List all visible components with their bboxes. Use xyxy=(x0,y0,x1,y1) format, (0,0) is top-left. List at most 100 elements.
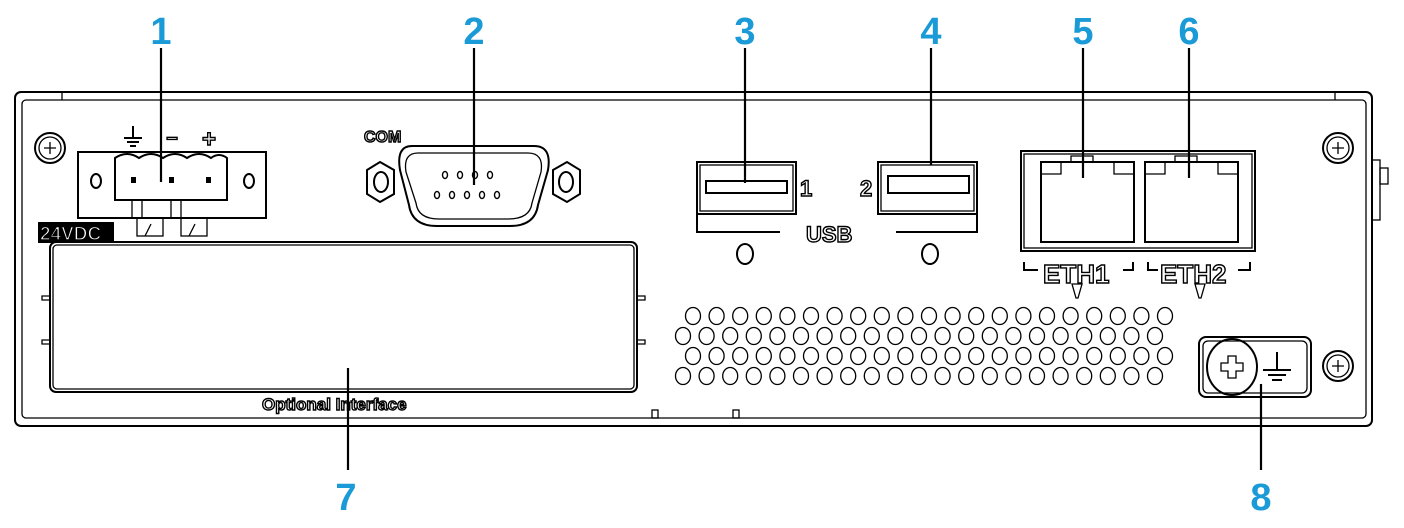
vent-hole xyxy=(674,326,692,346)
vent-hole xyxy=(698,326,715,346)
usb1-label: 1 xyxy=(800,176,812,201)
vent-hole xyxy=(745,326,762,346)
vent-hole xyxy=(792,326,810,346)
ventilation-grille xyxy=(674,306,1174,386)
vent-hole xyxy=(850,346,867,366)
mount-screw-top-right xyxy=(1322,132,1354,164)
callout-7: 7 xyxy=(335,477,356,519)
vent-hole xyxy=(1052,326,1069,346)
vent-hole xyxy=(920,306,938,326)
vent-hole xyxy=(981,366,998,386)
vent-hole xyxy=(1146,326,1164,346)
vent-hole xyxy=(887,326,904,346)
usb1-led-icon xyxy=(736,243,754,265)
vent-hole xyxy=(1038,346,1056,366)
vent-hole xyxy=(863,326,880,346)
callout-2: 2 xyxy=(463,11,484,53)
vent-hole xyxy=(873,346,890,366)
vent-hole xyxy=(826,346,843,366)
eth1-led-icon xyxy=(1071,283,1083,299)
vent-hole xyxy=(792,366,810,386)
vent-hole xyxy=(722,326,739,346)
vent-hole xyxy=(968,346,985,366)
vent-hole xyxy=(755,306,772,326)
vent-hole xyxy=(1005,326,1022,346)
vent-hole xyxy=(958,366,975,386)
vent-hole xyxy=(698,366,715,386)
vent-hole xyxy=(981,326,998,346)
vent-hole xyxy=(1086,346,1103,366)
vent-hole xyxy=(769,326,786,346)
callout-3: 3 xyxy=(734,11,755,53)
vent-hole xyxy=(1015,346,1032,366)
vent-hole xyxy=(840,326,857,346)
vent-hole xyxy=(910,366,928,386)
vent-hole xyxy=(708,306,725,326)
vent-hole xyxy=(755,346,772,366)
usb-port-2: 2 xyxy=(859,161,978,215)
ground-screw xyxy=(1198,336,1312,398)
vent-hole xyxy=(1146,366,1164,386)
vent-hole xyxy=(863,366,880,386)
vent-hole xyxy=(1052,366,1069,386)
vent-hole xyxy=(1086,306,1103,326)
vent-hole xyxy=(1062,346,1079,366)
optional-interface-label: Optional Interface xyxy=(262,395,407,414)
ethernet-ports: ETH1 ETH2 xyxy=(1020,150,1256,299)
ground-symbol-icon xyxy=(1263,352,1291,381)
vent-hole xyxy=(684,306,702,326)
power-connector: − + 24VDC xyxy=(38,125,267,246)
vent-hole xyxy=(802,306,820,326)
callout-6: 6 xyxy=(1178,11,1199,53)
callout-4: 4 xyxy=(920,11,941,53)
callout-5: 5 xyxy=(1072,11,1093,53)
vent-hole xyxy=(1133,346,1150,366)
vent-hole xyxy=(958,326,975,346)
eth2-port xyxy=(1144,161,1239,243)
vent-hole xyxy=(769,366,786,386)
vent-hole xyxy=(934,326,951,346)
vent-hole xyxy=(910,326,928,346)
vent-hole xyxy=(674,366,692,386)
vent-hole xyxy=(991,346,1008,366)
vent-hole xyxy=(816,366,833,386)
vent-hole xyxy=(1005,366,1022,386)
optional-interface-slot: Optional Interface xyxy=(41,241,740,419)
vent-hole xyxy=(732,306,749,326)
vent-hole xyxy=(840,366,857,386)
eth2-label: ETH2 xyxy=(1160,259,1226,289)
vent-hole xyxy=(1028,366,1046,386)
vent-hole xyxy=(722,366,739,386)
vent-hole xyxy=(1015,306,1032,326)
eth2-led-icon xyxy=(1194,283,1206,299)
vent-hole xyxy=(816,326,833,346)
vent-hole xyxy=(1028,326,1046,346)
usb2-led-icon xyxy=(921,243,939,265)
vent-hole xyxy=(991,306,1008,326)
vent-hole xyxy=(1038,306,1056,326)
com-label: COM xyxy=(364,129,401,146)
ground-symbol-icon xyxy=(124,126,142,147)
vent-hole xyxy=(944,306,961,326)
vent-hole xyxy=(1156,306,1174,326)
vent-hole xyxy=(968,306,985,326)
vent-hole xyxy=(920,346,938,366)
callout-8: 8 xyxy=(1250,477,1271,519)
mount-screw-bottom-right xyxy=(1322,350,1354,382)
vent-hole xyxy=(779,346,796,366)
vent-hole xyxy=(1109,306,1126,326)
housing xyxy=(14,91,1389,427)
vent-hole xyxy=(826,306,843,326)
com-port: COM xyxy=(363,128,581,227)
vent-hole xyxy=(850,306,867,326)
power-plus-label: + xyxy=(202,126,216,153)
vent-hole xyxy=(732,346,749,366)
vent-hole xyxy=(1099,326,1116,346)
usb-port-1: 1 xyxy=(696,161,813,215)
power-minus-label: − xyxy=(166,128,178,150)
leader-lines xyxy=(159,48,1263,470)
usb2-label: 2 xyxy=(860,176,872,201)
vent-hole xyxy=(873,306,890,326)
vent-hole xyxy=(1156,346,1174,366)
